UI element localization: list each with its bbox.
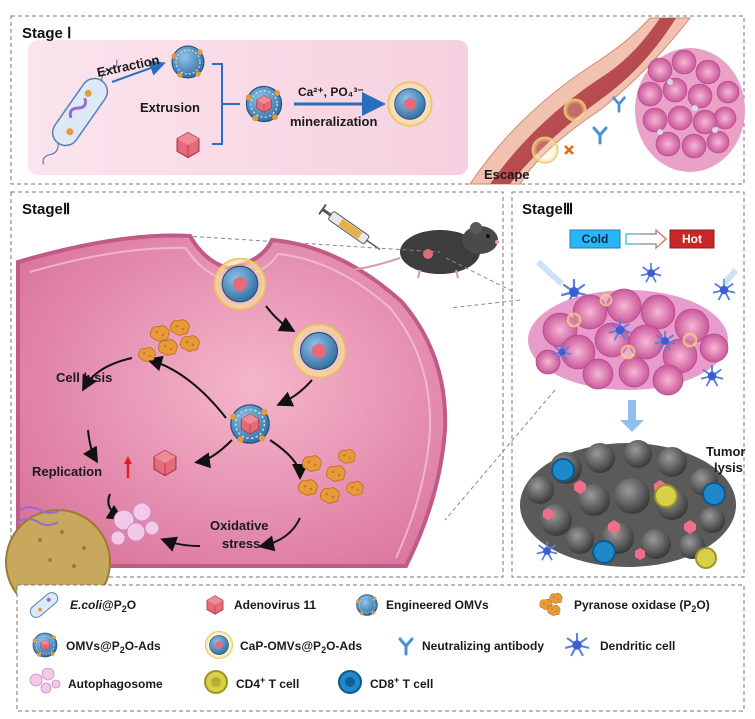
legend-engineered-omvs: Engineered OMVs <box>355 594 489 616</box>
cold-to-hot-arrow <box>625 228 668 250</box>
entering-cap-omv <box>213 257 267 311</box>
tumor-cluster-stage1 <box>635 48 745 172</box>
engineered-omv-icon <box>170 45 205 79</box>
legend-autophagosome: Autophagosome <box>29 667 163 694</box>
blood-vessel-illustration <box>469 17 692 185</box>
escape-label: Escape <box>484 167 530 182</box>
adenovirus-icon <box>176 131 200 159</box>
stage1-panel: Stage Ⅰ Extraction Extrusion Ca²⁺, PO₄³⁻… <box>10 15 745 185</box>
svg-text:CD4+ T cell: CD4+ T cell <box>236 675 299 691</box>
svg-text:CaP-OMVs@P2O-Ads: CaP-OMVs@P2O-Ads <box>240 639 362 655</box>
stage1-title: Stage Ⅰ <box>22 25 71 42</box>
legend-panel: E.coli@P2O Adenovirus 11 Engineered OMVs… <box>16 584 745 712</box>
hot-tumor <box>528 288 729 396</box>
legend-adenovirus-icon <box>206 595 224 615</box>
svg-text:OMVs@P2O-Ads: OMVs@P2O-Ads <box>66 639 161 655</box>
legend-cap-omvs: CaP-OMVs@P2O-Ads <box>204 630 362 660</box>
ecoli-bacterium <box>42 59 118 165</box>
stress-label: stress <box>222 536 260 551</box>
loaded-virus-icon <box>256 95 272 113</box>
stage2-title: StageⅡ <box>22 201 70 218</box>
svg-text:Neutralizing antibody: Neutralizing antibody <box>422 639 544 653</box>
cold-badge <box>569 229 621 249</box>
stage2-panel: StageⅡ <box>5 191 531 615</box>
lysed-tumor <box>520 440 736 569</box>
extraction-arrow <box>111 60 166 83</box>
lysis-label: lysis <box>714 460 743 475</box>
legend-omv-icon <box>355 594 378 616</box>
legend-autophagosome-icon <box>29 667 61 694</box>
hot-label: Hot <box>682 232 702 246</box>
cap-omvs-icon <box>387 81 433 127</box>
stage3-panel: StageⅢ Cold Hot <box>444 191 745 578</box>
replication-label: Replication <box>32 464 102 479</box>
hot-badge <box>669 229 715 249</box>
degrading-cap-omv <box>291 323 347 379</box>
svg-text:Autophagosome: Autophagosome <box>68 677 163 691</box>
svg-text:Adenovirus 11: Adenovirus 11 <box>234 598 316 612</box>
ions-label: Ca²⁺, PO₄³⁻ <box>298 85 364 99</box>
legend-dendritic-cell: Dendritic cell <box>564 632 675 657</box>
svg-text:Engineered OMVs: Engineered OMVs <box>386 598 489 612</box>
oxidative-label: Oxidative <box>210 518 269 533</box>
legend-p2o: Pyranose oxidase (P2O) <box>539 592 710 616</box>
legend-cap-icon <box>204 630 234 660</box>
escape-cross-icon <box>564 145 574 155</box>
stage3-title: StageⅢ <box>522 201 573 218</box>
legend-omvs-p2o-ads: OMVs@P2O-Ads <box>32 632 161 658</box>
mineralization-label: mineralization <box>290 114 377 129</box>
host-cell <box>16 233 448 568</box>
legend-neutralizing-antibody: Neutralizing antibody <box>398 637 544 656</box>
legend-cd8: CD8+ T cell <box>338 670 433 694</box>
replicating-virus <box>153 449 177 477</box>
legend-adenovirus: Adenovirus 11 <box>206 595 316 615</box>
legend-cd4: CD4+ T cell <box>204 670 299 694</box>
syringe-icon <box>318 203 381 251</box>
extrusion-label: Extrusion <box>140 100 200 115</box>
released-virus <box>240 413 260 435</box>
svg-text:Pyranose oxidase (P2O): Pyranose oxidase (P2O) <box>574 598 710 614</box>
svg-text:E.coli@P2O: E.coli@P2O <box>70 598 136 614</box>
cell-lysis-label: Cell lysis <box>56 370 112 385</box>
cold-label: Cold <box>582 232 609 246</box>
svg-text:Dendritic cell: Dendritic cell <box>600 639 675 653</box>
autophagosome-group <box>110 502 160 546</box>
tumor-label: Tumor <box>706 444 745 459</box>
svg-text:CD8+ T cell: CD8+ T cell <box>370 675 433 691</box>
lysis-arrow <box>620 400 644 432</box>
extrusion-bracket <box>212 63 240 145</box>
legend-ecoli: E.coli@P2O <box>29 592 136 618</box>
